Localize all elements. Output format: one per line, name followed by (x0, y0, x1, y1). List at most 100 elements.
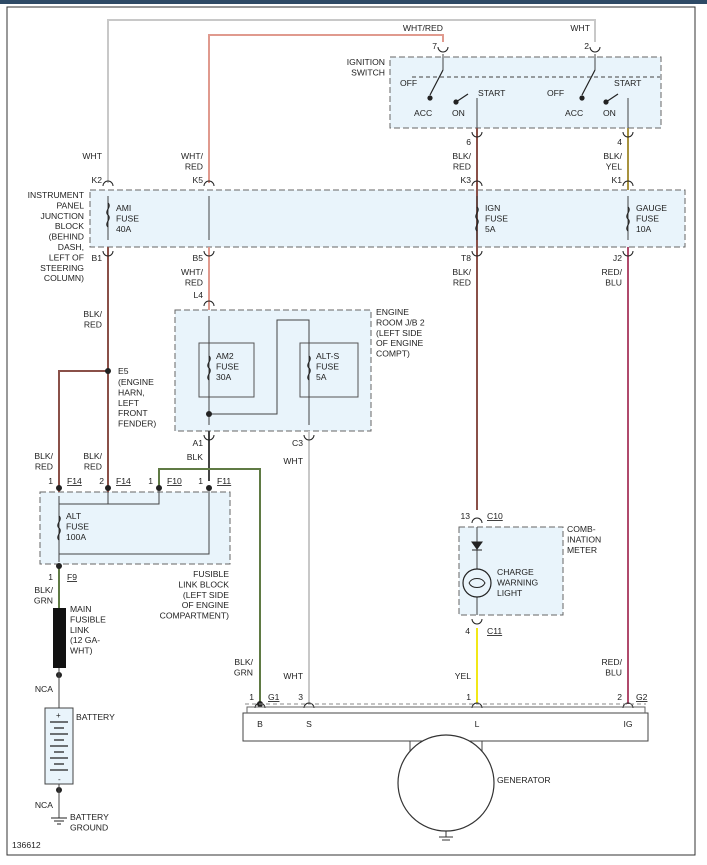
label-connectors-pin-1-g1: 1 (249, 692, 254, 702)
label-connectors-pin-1-f14: 1 (48, 476, 53, 486)
generator-connector-top (246, 706, 646, 713)
label-connectors-k2: K2 (91, 175, 102, 185)
label-connectors-pin-1-l: 1 (466, 692, 471, 702)
wire-blk-grn-g1 (158, 468, 261, 704)
label-wires-red-blu-ig: RED/BLU (601, 657, 622, 677)
label-components-gen-ig: IG (623, 719, 632, 729)
label-wires-blk-grn-g1: BLK/GRN (234, 657, 254, 677)
label-wires-wht-s: WHT (283, 671, 303, 681)
fuse-symbols (57, 202, 630, 541)
label-connectors-c11: C11 (487, 626, 502, 636)
label-components-ig-off-left: OFF (400, 78, 417, 88)
label-connectors-f11: F11 (217, 476, 231, 486)
label-connectors-c3: C3 (292, 438, 303, 448)
label-diagram-id: 136612 (12, 840, 41, 850)
am2-fuse-box (198, 342, 255, 398)
battery-icon (44, 707, 74, 785)
label-components-gen-s: S (306, 719, 312, 729)
label-wires-wht-red-k5: WHT/RED (181, 151, 204, 171)
wire-wht-red-top (208, 34, 444, 183)
ignition-switch-contacts (412, 69, 660, 105)
label-connectors-e5: E5 (118, 366, 129, 376)
label-connectors-b5: B5 (192, 253, 203, 263)
am2-fuse-icon (207, 355, 211, 381)
label-connectors-nca-bottom: NCA (35, 800, 53, 810)
splice-dots (56, 368, 263, 793)
label-wires-wht-red-b5: WHT/RED (181, 267, 204, 287)
label-connectors-l4: L4 (193, 290, 203, 300)
label-connectors-pin-1-f11: 1 (198, 476, 203, 486)
label-connectors-pin-4-top: 4 (617, 137, 622, 147)
label-components-ig-off-right: OFF (547, 88, 564, 98)
label-wires-wht-top: WHT (570, 23, 590, 33)
label-components-ig-acc-right: ACC (565, 108, 583, 118)
label-wires-blk-red-t8: BLK/RED (452, 267, 471, 287)
ami-fuse-icon (106, 202, 110, 228)
ignition-switch-box (389, 56, 662, 129)
label-connectors-pin-13: 13 (460, 511, 470, 521)
label-connectors-k5: K5 (192, 175, 203, 185)
gauge-fuse-icon (626, 206, 630, 232)
label-components-gen-b: B (257, 719, 263, 729)
wire-fusible-internal (58, 488, 210, 562)
label-connectors-pin-3-s: 3 (298, 692, 303, 702)
charge-warning-lamp-icon (462, 568, 492, 598)
label-wires-red-blu-j2: RED/BLU (601, 267, 622, 287)
label-wires-yel-l: YEL (455, 671, 471, 681)
diagram-frame (6, 6, 696, 856)
label-connectors-pin-2-g2: 2 (617, 692, 622, 702)
battery-ground-icon (51, 817, 67, 825)
label-connectors-pin-1-f9: 1 (48, 572, 53, 582)
label-wires-blk-yel-k1: BLK/YEL (603, 151, 622, 171)
label-connectors-pin-7: 7 (432, 41, 437, 51)
label-connectors-f14a: F14 (67, 476, 82, 486)
label-connectors-k1: K1 (611, 175, 622, 185)
label-components-battery: BATTERY (76, 712, 115, 722)
label-connectors-pin-4-c11: 4 (465, 626, 470, 636)
label-wires-wht-c3: WHT (283, 456, 303, 466)
battery-plus: + (56, 711, 61, 720)
alt-fuse-icon (57, 515, 61, 541)
label-wires-blk-red-b1: BLK/RED (83, 309, 102, 329)
label-connectors-nca-top: NCA (35, 684, 53, 694)
label-wires-blk-red-left: BLK/RED (34, 451, 53, 471)
lamp-filament (468, 578, 486, 588)
label-wires-blk-a1: BLK (187, 452, 204, 462)
label-components-generator: GENERATOR (497, 775, 551, 785)
label-connectors-pin-2-f14: 2 (99, 476, 104, 486)
diode-icon (471, 541, 483, 551)
label-components-gen-l: L (475, 719, 480, 729)
alts-fuse-icon (307, 355, 311, 381)
label-wires-blk-grn-f9: BLK/GRN (34, 585, 54, 605)
label-connectors-f9: F9 (67, 572, 77, 582)
label-connectors-g2: G2 (636, 692, 648, 702)
label-connectors-g1: G1 (268, 692, 280, 702)
ign-fuse-icon (475, 206, 479, 232)
label-connectors-pin-1-f10: 1 (148, 476, 153, 486)
label-wires-blk-red-mid: BLK/RED (83, 451, 102, 471)
label-components-ig-start-right: START (614, 78, 642, 88)
label-connectors-a1: A1 (192, 438, 203, 448)
label-connectors-pin-2: 2 (584, 41, 589, 51)
ip-junction-block-box (89, 189, 686, 248)
wire-wht-top (107, 19, 596, 183)
wire-ipjb-internal (107, 196, 629, 240)
label-components-ig-on-right: ON (603, 108, 616, 118)
label-components-ig-on-left: ON (452, 108, 465, 118)
label-connectors-pin-6: 6 (466, 137, 471, 147)
battery-cells (50, 721, 68, 771)
wire-blk-red-e5 (58, 370, 108, 492)
